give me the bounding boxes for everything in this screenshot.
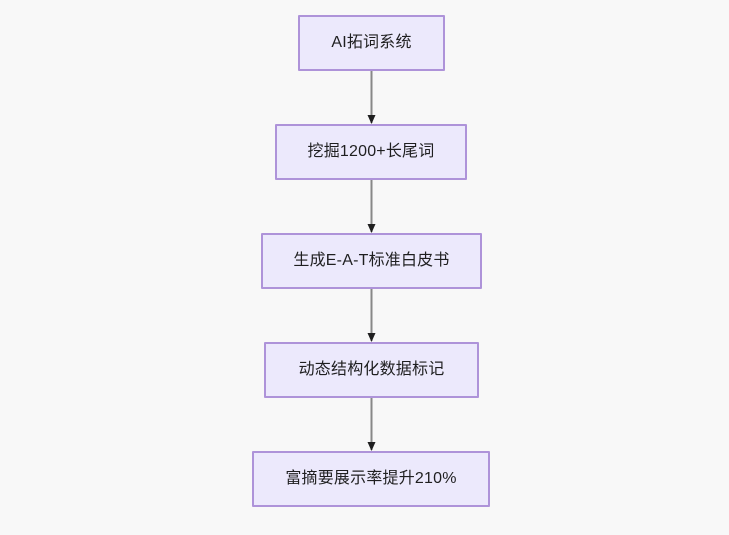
node-label: AI拓词系统 [331, 34, 412, 52]
node-label: 挖掘1200+长尾词 [307, 143, 435, 161]
flowchart-node-generate-eat-whitepaper[interactable]: 生成E-A-T标准白皮书 [261, 233, 482, 289]
flowchart-node-mine-longtail-keywords[interactable]: 挖掘1200+长尾词 [275, 124, 467, 180]
flowchart-node-rich-snippet-impression-lift[interactable]: 富摘要展示率提升210% [252, 451, 490, 507]
flowchart-node-dynamic-structured-data-markup[interactable]: 动态结构化数据标记 [264, 342, 479, 398]
node-label: 富摘要展示率提升210% [285, 470, 457, 488]
flowchart-node-ai-keyword-system[interactable]: AI拓词系统 [298, 15, 445, 71]
node-label: 生成E-A-T标准白皮书 [293, 252, 450, 270]
node-label: 动态结构化数据标记 [298, 361, 445, 379]
